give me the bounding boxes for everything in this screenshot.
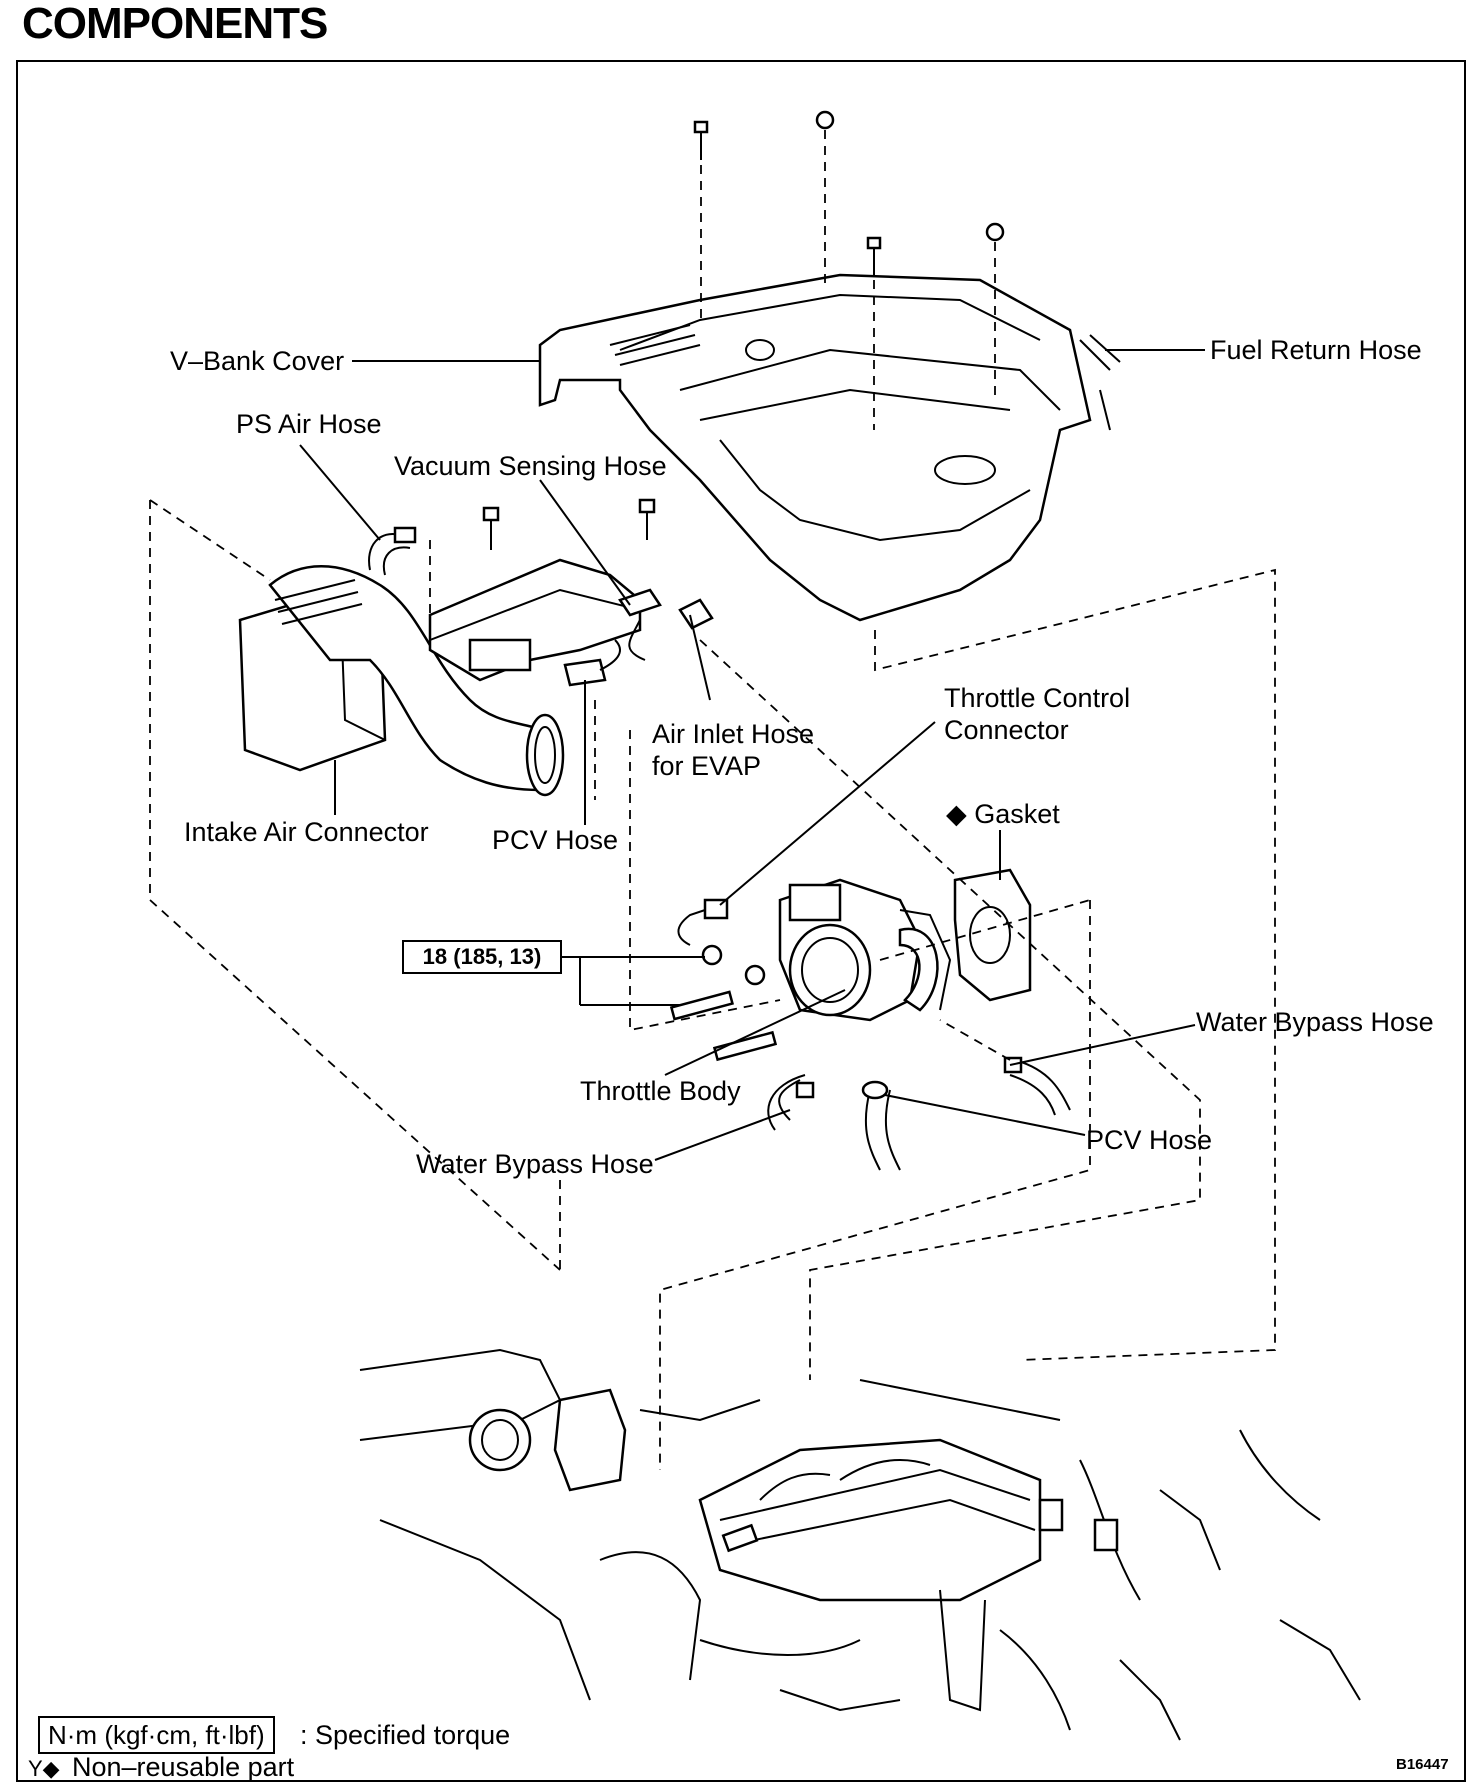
legend-torque-units-box: N·m (kgf·cm, ft·lbf) bbox=[38, 1716, 275, 1754]
figure-id: B16447 bbox=[1396, 1756, 1449, 1773]
label-v-bank-cover: V–Bank Cover bbox=[170, 346, 345, 376]
label-water-bypass-hose-right: Water Bypass Hose bbox=[1196, 1007, 1434, 1037]
legend-nonreusable-prefix: Y◆ bbox=[28, 1756, 60, 1781]
label-pcv-hose-lower: PCV Hose bbox=[1086, 1125, 1213, 1155]
leader-lines bbox=[299, 349, 1205, 1161]
torque-spec-box: 18 (185, 13) bbox=[402, 940, 562, 974]
label-throttle-control-connector: Throttle Control Connector bbox=[944, 683, 1131, 745]
label-air-inlet-hose-for-evap: Air Inlet Hose for EVAP bbox=[652, 719, 815, 781]
small-hoses-upper bbox=[368, 498, 714, 687]
label-ps-air-hose: PS Air Hose bbox=[236, 409, 382, 439]
cover-bolts bbox=[693, 110, 1005, 430]
label-vacuum-sensing-hose: Vacuum Sensing Hose bbox=[394, 451, 667, 481]
assembly-guide-lines bbox=[149, 499, 1276, 1470]
v-bank-cover-illustration bbox=[538, 273, 1092, 622]
legend-torque-text: : Specified torque bbox=[300, 1720, 511, 1750]
label-pcv-hose-upper: PCV Hose bbox=[492, 825, 619, 855]
throttle-body-illustration bbox=[677, 868, 1032, 1022]
fuel-return-hose-illustration bbox=[1079, 334, 1121, 431]
resonator-illustration bbox=[428, 558, 642, 682]
intake-air-connector-illustration bbox=[238, 565, 565, 797]
label-throttle-body: Throttle Body bbox=[580, 1076, 741, 1106]
label-gasket: ◆ Gasket bbox=[946, 799, 1060, 829]
page-title: COMPONENTS bbox=[22, 0, 328, 48]
diagram-frame bbox=[16, 60, 1466, 1782]
legend-nonreusable-text: Non–reusable part bbox=[72, 1752, 295, 1782]
label-intake-air-connector: Intake Air Connector bbox=[184, 817, 429, 847]
engine-illustration bbox=[359, 1348, 1361, 1741]
throttle-body-fasteners bbox=[669, 944, 778, 1062]
lower-hoses bbox=[767, 1056, 1071, 1171]
label-water-bypass-hose-left: Water Bypass Hose bbox=[416, 1149, 654, 1179]
label-fuel-return-hose: Fuel Return Hose bbox=[1210, 335, 1422, 365]
